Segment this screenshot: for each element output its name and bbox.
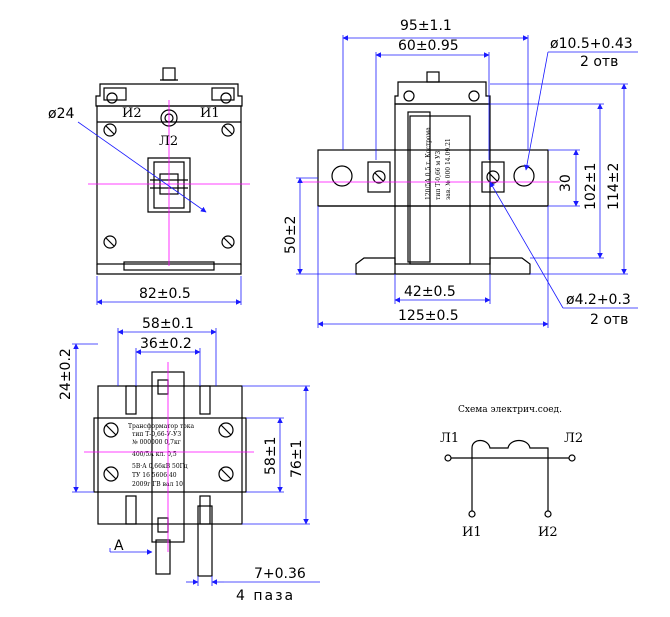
top-height-58: 58±1 [263, 437, 279, 475]
schematic-title: Схема электрич.соед. [458, 405, 562, 415]
top-nameplate-line-7: 2009г ГВ вал 10 [132, 481, 183, 488]
side-nameplate-line-2: тип Т-0,66 м У3 [435, 151, 442, 200]
top-view-dimensions [72, 328, 320, 586]
top-nameplate-line-3: № 000000 0,7кг [132, 439, 181, 446]
top-label-a: A [114, 538, 124, 554]
side-hole-large: ø10.5+0.43 [550, 36, 633, 52]
schematic-l2: Л2 [564, 431, 583, 446]
side-base-inner: 42±0.5 [404, 284, 456, 300]
front-terminal-left: И2 [122, 106, 142, 121]
side-height-102: 102±1 [583, 163, 599, 210]
top-view-centerlines [84, 362, 254, 552]
side-nameplate: 120/5А 0,5 г. Кострома тип Т-0,66 м У3 з… [425, 127, 452, 200]
side-height-114: 114±2 [606, 163, 622, 210]
schematic-diagram [444, 439, 576, 518]
top-width-36: 36±0.2 [140, 336, 192, 352]
side-view-dimensions [296, 35, 638, 328]
front-width-dim: 82±0.5 [139, 286, 191, 302]
top-nameplate-line-4: 400/5А кл. 0,5 [132, 451, 177, 458]
top-slot-dim: 7+0.36 [254, 566, 306, 582]
side-hole-large-count: 2 отв [580, 54, 618, 70]
top-nameplate-line-6: ТУ 16 5606.40 [132, 472, 177, 479]
top-nameplate-line-5: 5В·А 0,66кВ 50Гц [132, 463, 188, 470]
side-height-30: 30 [558, 174, 574, 192]
top-height-76: 76±1 [289, 440, 305, 478]
top-slot-count: 4 паза [236, 588, 295, 604]
front-diameter-label: ø24 [48, 106, 74, 122]
side-base-outer: 125±0.5 [398, 308, 459, 324]
front-terminal-right: И1 [200, 106, 220, 121]
side-hole-small-count: 2 отв [590, 312, 628, 328]
front-primary-mark: Л2 [159, 134, 178, 149]
front-view-centerlines [88, 100, 250, 266]
top-nameplate-line-2: тип Т-0,66-У-У3 [132, 431, 181, 438]
side-view [317, 71, 549, 275]
side-hole-small: ø4.2+0.3 [566, 292, 631, 308]
top-nameplate: Трансформатор тока тип Т-0,66-У-У3 № 000… [128, 423, 195, 488]
top-view [93, 371, 247, 577]
schematic-i1: И1 [462, 525, 482, 540]
schematic-l1: Л1 [440, 431, 459, 446]
top-nameplate-line-1: Трансформатор тока [128, 423, 195, 430]
side-nameplate-line-3: зав. № 000 14.09.21 [445, 138, 452, 200]
side-width-outer: 95±1.1 [400, 18, 452, 34]
side-nameplate-line-1: 120/5А 0,5 г. Кострома [425, 127, 432, 200]
side-height-50: 50±2 [283, 216, 299, 254]
top-offset-24: 24±0.2 [58, 348, 74, 400]
top-width-58: 58±0.1 [142, 316, 194, 332]
front-view-dimensions [77, 121, 242, 305]
side-width-inner: 60±0.95 [398, 38, 459, 54]
schematic-i2: И2 [538, 525, 558, 540]
